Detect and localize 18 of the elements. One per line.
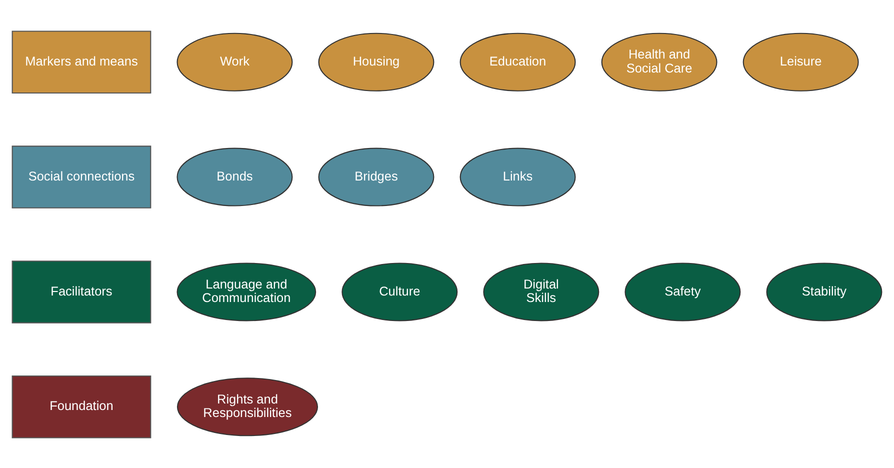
node-ellipse: Digital Skills	[483, 262, 600, 321]
node-ellipse: Housing	[318, 32, 434, 91]
node-ellipse: Leisure	[742, 32, 859, 91]
node-ellipse: Work	[176, 32, 293, 91]
node-box: Foundation	[12, 375, 152, 438]
node-ellipse: Bridges	[318, 147, 434, 206]
node-box: Social connections	[12, 145, 152, 208]
node-ellipse: Education	[460, 32, 576, 91]
node-ellipse: Bonds	[176, 147, 293, 206]
node-ellipse: Health and Social Care	[601, 32, 718, 91]
node-ellipse: Safety	[624, 262, 741, 321]
node-box: Markers and means	[12, 30, 152, 93]
node-ellipse: Links	[460, 147, 576, 206]
node-ellipse: Stability	[766, 262, 882, 321]
node-ellipse: Language and Communication	[176, 262, 316, 321]
node-ellipse: Culture	[342, 262, 458, 321]
node-ellipse: Rights and Responsibilities	[176, 377, 318, 436]
node-box: Facilitators	[12, 260, 152, 323]
